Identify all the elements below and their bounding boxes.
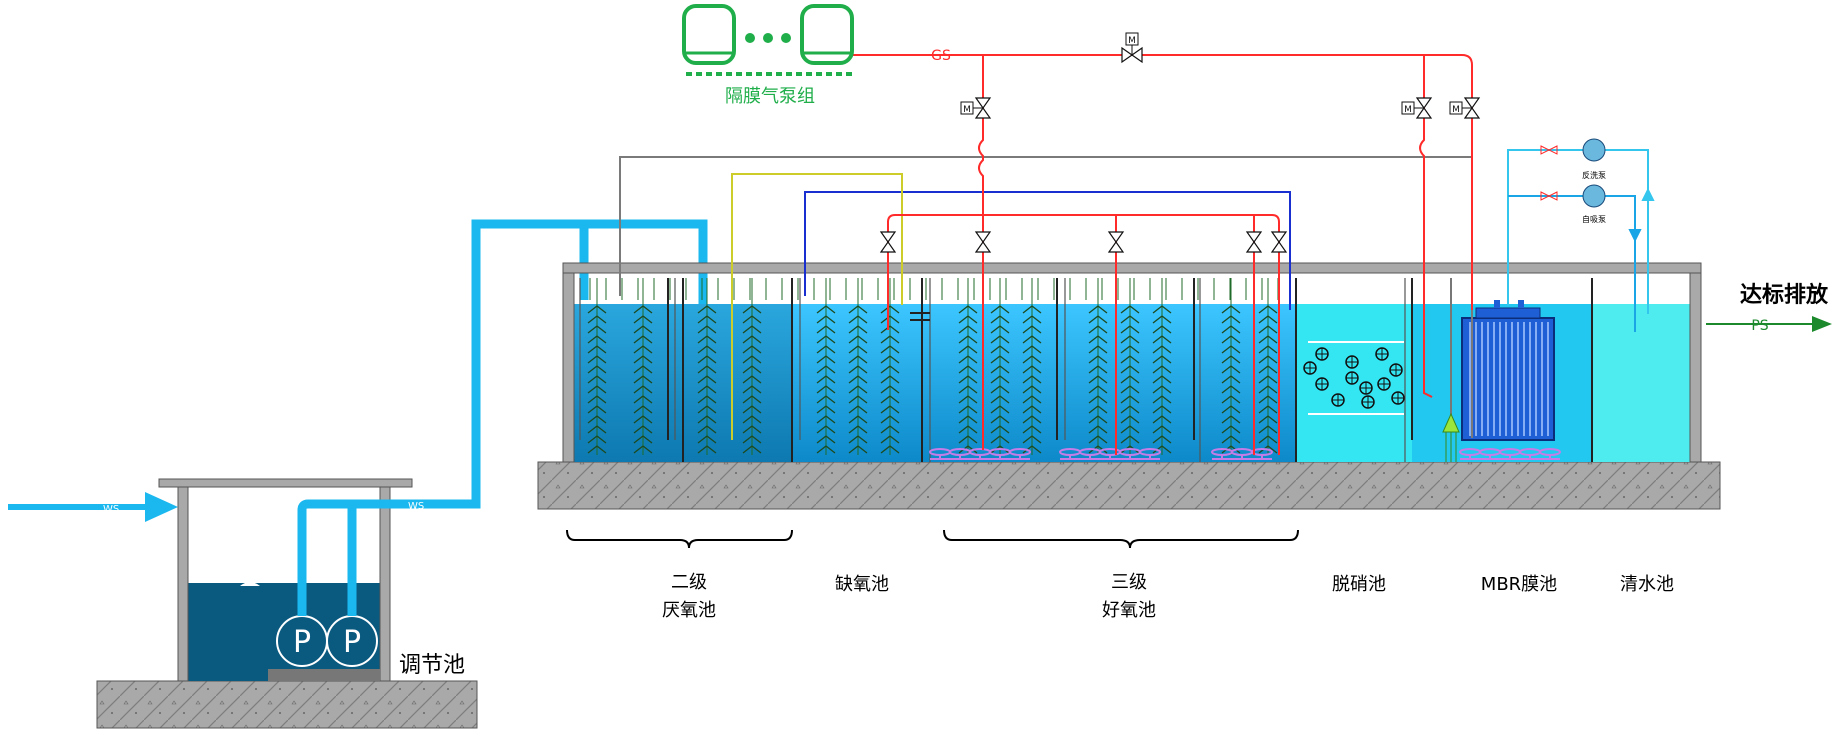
media-ball [1359,381,1373,395]
media-ball [1315,347,1329,361]
aerobic-tank-label-2: 好氧池 [1102,600,1156,621]
media-ball [1361,395,1375,409]
effluent-pipes [1507,149,1655,332]
valve-motor-label: M [963,105,971,115]
discharge: 达标排放 PS [1706,282,1832,334]
gas-pipe-label: GS [931,48,951,64]
media-string [742,278,762,455]
media-ball [1389,363,1403,377]
backwash-pump-label: 反洗泵 [1582,170,1606,180]
valve: M [1121,32,1143,64]
valves: M M M M [879,32,1481,253]
media-ball [1345,371,1359,385]
valve-motor-label: M [1128,36,1136,46]
media-ball [1377,377,1391,391]
valve: M [1401,97,1433,119]
backwash-pump: 反洗泵 [1540,138,1606,180]
denitrification-media [1303,341,1405,415]
pump-group-label: 隔膜气泵组 [725,86,815,107]
anaerobic-tank-label-1: 二级 [671,572,707,593]
valve-motor-label: M [1452,105,1460,115]
anoxic-tank-label: 缺氧池 [835,574,889,595]
pump-2-label: P [343,625,361,660]
media-string [990,278,1010,455]
media-string [1258,278,1278,455]
lift-pipe [297,219,708,616]
anaerobic-tank-label-2: 厌氧池 [662,600,716,621]
aerobic-tank-label-1: 三级 [1111,572,1147,593]
media-ball [1345,355,1359,369]
media-ball [1331,393,1345,407]
recycle-line-yellow [731,173,903,440]
media-string [816,278,836,455]
equalization-tank [96,478,478,729]
discharge-pipe-label: PS [1751,318,1768,334]
media-string [697,278,717,455]
denitrification-tank-label: 脱硝池 [1332,574,1386,595]
discharge-title: 达标排放 [1740,282,1829,308]
media-string [587,278,607,455]
media-string [958,278,978,455]
inflow-pipe: WS [8,492,178,522]
media-ball [1391,391,1405,405]
diaphragm-pump-group: 隔膜气泵组 [682,4,854,107]
valve [1107,231,1125,253]
inflow-pipe-label: WS [103,504,119,515]
media-ball [1315,377,1329,391]
clear-water-tank-label: 清水池 [1620,574,1674,595]
valve [879,231,897,253]
lift-pipe-label: WS [408,501,424,512]
valve [974,231,992,253]
valve-motor-label: M [1404,105,1412,115]
gas-lines [853,54,1473,455]
media-string [633,278,653,455]
media-ball [1303,361,1317,375]
valve [1270,231,1288,253]
anoxic-aerobic-water [792,304,1296,462]
valve [1245,231,1263,253]
media-ball [1375,347,1389,361]
section-braces [566,529,1299,549]
media-string [1088,278,1108,455]
mixer [1442,278,1460,462]
mbr-tank-label: MBR膜池 [1481,574,1557,595]
valve: M [1449,97,1481,119]
media-string [1120,278,1140,455]
media-string [1152,278,1172,455]
media-string [1221,278,1241,455]
equalization-tank-label: 调节池 [399,653,465,678]
pump-1-label: P [293,625,311,660]
mbr-module [1461,300,1555,441]
media-string [1022,278,1042,455]
suction-pump-label: 自吸泵 [1582,214,1606,224]
aeration-diffusers [929,448,1561,460]
recycle-line-blue [804,191,1291,310]
valve: M [960,97,992,119]
suction-pump: 自吸泵 [1540,184,1606,224]
media-string [848,278,868,455]
clear-water [1592,304,1690,462]
